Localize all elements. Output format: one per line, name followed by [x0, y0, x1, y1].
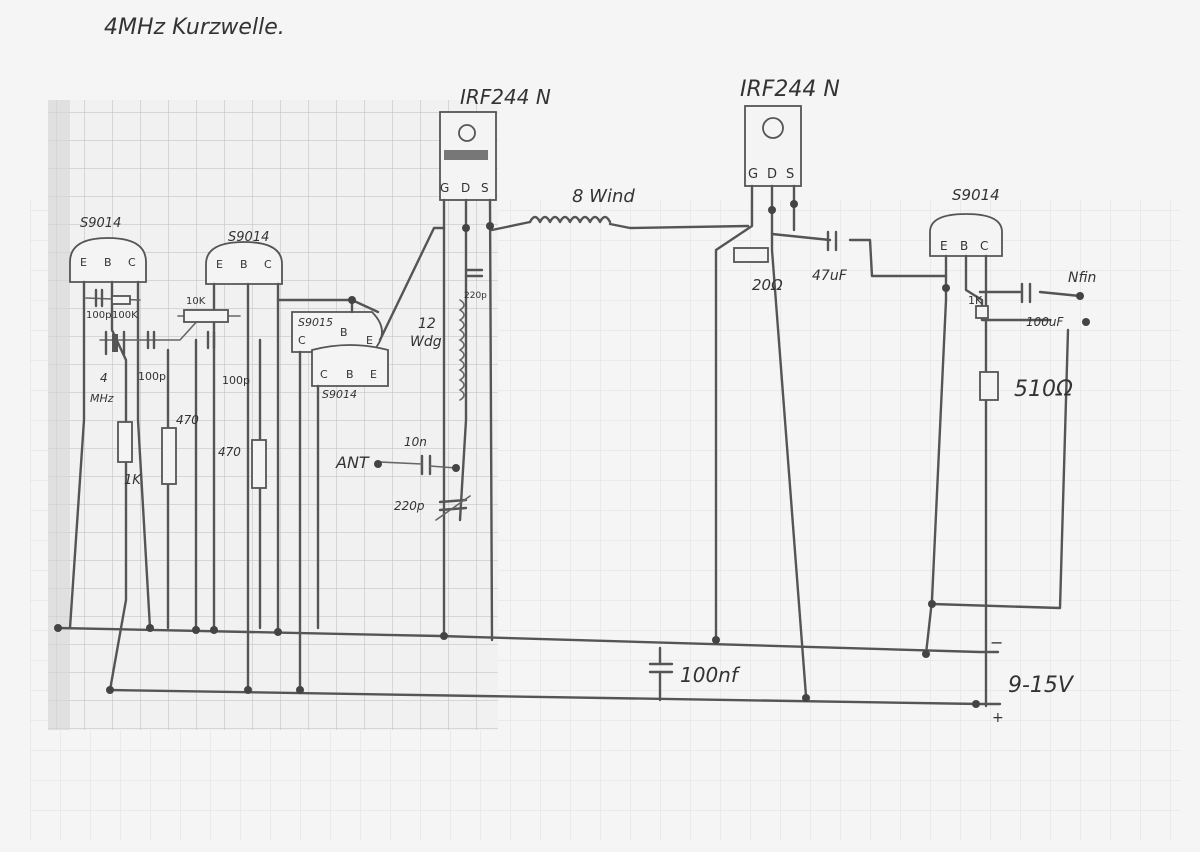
- resistor-1k-right: [975, 305, 989, 319]
- board-shadow: [48, 100, 70, 730]
- mosfet-1-pin-d: D: [461, 181, 470, 195]
- label-c-100nf: 100nf: [680, 663, 741, 687]
- mosfet-2-pin-g: G: [748, 167, 758, 182]
- mosfet-1-marking: [444, 150, 488, 160]
- transistor-5-pin-c: C: [980, 239, 988, 253]
- label-coil-12: 12: [418, 316, 436, 332]
- resistor-100k: [111, 295, 131, 305]
- mosfet-2-pin-s: S: [786, 167, 794, 182]
- label-c-100p-a: 100p: [86, 310, 111, 321]
- junction-dots: [54, 200, 1090, 708]
- transistor-1-label: S9014: [80, 216, 121, 231]
- transistor-2-pin-c: C: [264, 258, 272, 271]
- transistor-3-label: S9015: [298, 316, 333, 329]
- capacitors: [94, 230, 1032, 674]
- transistor-2-pin-e: E: [216, 258, 223, 271]
- label-c-220p-low: 220p: [394, 499, 425, 513]
- transistor-3-pin-b: B: [340, 326, 348, 339]
- mosfet-1-hole: [458, 124, 476, 142]
- board-grid: [48, 100, 498, 730]
- label-r-470-a: 470: [176, 413, 199, 427]
- transistor-3-pin-e: E: [366, 334, 373, 347]
- resistor-10k: [183, 309, 229, 323]
- label-c-100p-c: 100p: [222, 374, 250, 387]
- transistor-4-label: S9014: [322, 388, 357, 401]
- label-r-100k: 100K: [112, 310, 138, 321]
- transistor-5-label: S9014: [952, 186, 1000, 204]
- label-coil-8: 8 Wind: [572, 186, 635, 207]
- mosfet-2-hole: [762, 117, 784, 139]
- resistor-470-b: [251, 439, 267, 489]
- label-c-100-right: 100uF: [1026, 315, 1065, 329]
- transistor-1-pin-b: B: [104, 256, 112, 269]
- label-nf-in: Nfin: [1068, 270, 1096, 286]
- transistor-2-label: S9014: [228, 230, 269, 245]
- mosfet-2-label: IRF244 N: [740, 77, 840, 102]
- transistor-4: C B E S9014: [311, 344, 389, 401]
- label-r-1k-right: 1K: [968, 294, 983, 307]
- transistor-4-pin-c: C: [320, 368, 328, 381]
- label-c-10n: 10n: [404, 435, 427, 449]
- label-minus: −: [990, 633, 1003, 652]
- coil-12-wdg: [458, 299, 465, 401]
- mosfet-1-pin-g: G: [440, 181, 449, 195]
- transistor-5-pin-b: B: [960, 239, 968, 253]
- mosfet-2: G D S IRF244 N: [740, 77, 840, 187]
- label-coil-12b: Wdg: [410, 334, 442, 350]
- label-ant: ANT: [335, 453, 370, 472]
- crystal-4mhz: [104, 330, 126, 356]
- transistor-5-pin-e: E: [940, 239, 948, 253]
- transistor-4-pin-e: E: [370, 368, 377, 381]
- label-c-220p-up: 220p: [464, 291, 487, 301]
- title: 4MHz Kurzwelle.: [104, 15, 285, 40]
- label-r-470-b: 470: [218, 445, 241, 459]
- label-c-100p-b: 100p: [138, 370, 166, 383]
- resistor-510: [979, 371, 999, 401]
- transistor-2-pin-b: B: [240, 258, 248, 271]
- resistor-1k-left: [117, 421, 133, 463]
- label-crystal-b: MHz: [90, 392, 114, 405]
- transistor-5: S9014 E B C: [929, 186, 1003, 257]
- transistor-2: S9014 E B C: [205, 230, 283, 285]
- label-supply: 9-15V: [1008, 673, 1075, 698]
- mosfet-1-label: IRF244 N: [460, 85, 551, 109]
- transistor-1-pin-c: C: [128, 256, 136, 269]
- resistor-20: [733, 247, 769, 263]
- resistor-470-a: [161, 427, 177, 485]
- label-r-1k-left: 1K: [124, 473, 142, 488]
- label-c-47: 47uF: [812, 268, 848, 284]
- label-crystal: 4: [100, 371, 108, 385]
- label-r-10k: 10K: [186, 296, 206, 307]
- coil-8-wind: [528, 215, 612, 224]
- label-plus: +: [992, 710, 1004, 726]
- mosfet-2-pin-d: D: [767, 167, 777, 182]
- label-r-510: 510Ω: [1014, 377, 1073, 402]
- mosfet-1-pin-s: S: [481, 181, 489, 195]
- wires: [56, 184, 1082, 708]
- transistor-1: S9014 E B C: [69, 216, 147, 283]
- transistor-3-pin-c: C: [298, 334, 306, 347]
- label-r-20: 20Ω: [752, 276, 783, 294]
- mosfet-1: G D S IRF244 N: [439, 85, 551, 201]
- transistor-1-pin-e: E: [80, 256, 87, 269]
- transistor-4-pin-b: B: [346, 368, 354, 381]
